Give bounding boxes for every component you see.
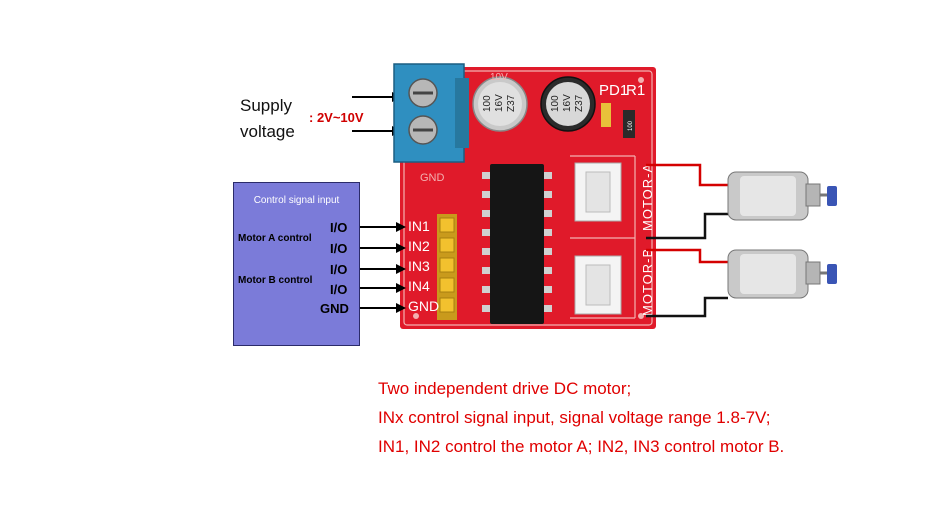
ic-pin-right (544, 210, 552, 217)
resistor-r1 (623, 110, 635, 138)
control-panel-title: Control signal input (253, 195, 340, 206)
supply-line1: Supply (240, 96, 292, 115)
capacitor-2: 100 16V Z37 (540, 76, 596, 132)
cap1-line2: 16V (494, 94, 505, 112)
header-pin (439, 237, 455, 253)
header-pins (437, 214, 457, 320)
motor-a-silkscreen: MOTOR-A (640, 163, 655, 231)
motor-a-wires (646, 163, 728, 240)
ic-pin-right (544, 191, 552, 198)
motor-b-control-label: Motor B control (238, 275, 313, 286)
supply-voltage-label: Supply voltage (240, 93, 295, 145)
ic-pin-right (544, 305, 552, 312)
control-pin-4: I/O (330, 282, 348, 297)
cap2-line3: Z37 (574, 94, 585, 112)
ic-pin-left (482, 286, 490, 293)
ic-pin-left (482, 267, 490, 274)
description: Two independent drive DC motor; INx cont… (378, 374, 784, 461)
ic-pin-left (482, 191, 490, 198)
description-line-1: Two independent drive DC motor; (378, 379, 632, 398)
cap2-line2: 16V (562, 94, 573, 112)
ic-pin-left (482, 248, 490, 255)
ic-pin-right (544, 267, 552, 274)
motor-a-control-label: Motor A control (238, 233, 312, 244)
header-pin (439, 297, 455, 313)
board-gnd-label: GND (420, 172, 445, 184)
driver-ic (482, 164, 552, 324)
board-pin-in1: IN1 (408, 218, 430, 234)
control-pin-1: I/O (330, 220, 348, 235)
board-pin-in4: IN4 (408, 278, 430, 294)
ic-pin-right (544, 248, 552, 255)
cap1-line1: 100 (482, 95, 493, 112)
capacitor-1: 100 16V Z37 (472, 76, 528, 132)
motor-b-connector (574, 255, 622, 315)
ic-pin-left (482, 305, 490, 312)
board-pin-labels: IN1 IN2 IN3 IN4 GND (408, 218, 439, 314)
control-pin-gnd: GND (320, 301, 349, 316)
header-pin (439, 277, 455, 293)
motor-a (727, 171, 837, 221)
cap1-line3: Z37 (506, 94, 517, 112)
ic-pin-right (544, 172, 552, 179)
motor-b (727, 249, 837, 299)
header-pin (439, 257, 455, 273)
motor-b-wires (646, 248, 728, 318)
control-pin-3: I/O (330, 262, 348, 277)
pd1-label: PD1 (599, 82, 628, 99)
motor-b-silkscreen: MOTOR-B (640, 248, 655, 316)
supply-voltage-range: : 2V~10V (309, 110, 364, 125)
ic-pin-right (544, 286, 552, 293)
motor-a-connector (574, 162, 622, 222)
ic-pin-left (482, 172, 490, 179)
control-pin-2: I/O (330, 241, 348, 256)
voltage-mark: 10V (490, 72, 508, 83)
control-arrows (358, 222, 406, 313)
ic-pin-right (544, 229, 552, 236)
board-pin-in2: IN2 (408, 238, 430, 254)
board-pin-in3: IN3 (408, 258, 430, 274)
control-signal-panel: Control signal input Motor A control Mot… (233, 182, 360, 346)
ic-pin-left (482, 210, 490, 217)
ic-pin-left (482, 229, 490, 236)
resistor-code: 100 (628, 120, 634, 131)
screw-terminal (393, 63, 469, 163)
cap2-line1: 100 (550, 95, 561, 112)
description-line-2: INx control signal input, signal voltage… (378, 408, 771, 427)
r1-label: R1 (626, 82, 645, 99)
supply-line2: voltage (240, 122, 295, 141)
header-pin (439, 217, 455, 233)
led-pd1 (601, 103, 611, 127)
description-line-3: IN1, IN2 control the motor A; IN2, IN3 c… (378, 437, 785, 456)
board-pin-gnd: GND (408, 298, 439, 314)
